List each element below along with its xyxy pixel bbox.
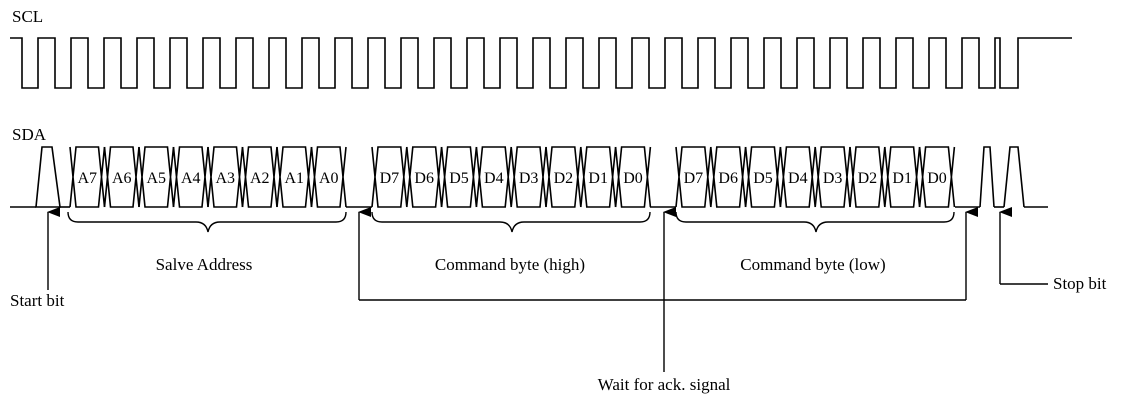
cmdh-cell-d6 bbox=[406, 146, 443, 208]
cmdl-bit-d6: D6 bbox=[718, 170, 738, 187]
addr-bit-a4: A4 bbox=[181, 170, 201, 187]
addr-cell-a0 bbox=[310, 146, 347, 208]
command-low-label: Command byte (low) bbox=[740, 255, 885, 274]
cmdh-bit-d4: D4 bbox=[484, 170, 504, 187]
addr-bit-a5: A5 bbox=[146, 170, 166, 187]
scl-waveform bbox=[10, 37, 1072, 89]
addr-bit-a3: A3 bbox=[215, 170, 235, 187]
cmdl-cell-d5 bbox=[744, 146, 782, 208]
cmdh-cell-d3 bbox=[510, 146, 547, 208]
cmdh-bit-d5: D5 bbox=[449, 170, 469, 187]
cmdh-bit-d7: D7 bbox=[380, 170, 400, 187]
cmdl-bit-d4: D4 bbox=[788, 170, 808, 187]
cmdh-cell-d2 bbox=[545, 146, 582, 208]
slave-address-brace bbox=[67, 211, 347, 233]
ack-arrows bbox=[358, 207, 978, 372]
stop-bit-label: Stop bit bbox=[1053, 274, 1107, 293]
cmdh-bit-d1: D1 bbox=[588, 170, 608, 187]
cmdh-bit-d0: D0 bbox=[623, 170, 643, 187]
cmdl-bit-d5: D5 bbox=[753, 170, 773, 187]
addr-cell-a3 bbox=[207, 146, 244, 208]
addr-bit-a7: A7 bbox=[77, 170, 97, 187]
cmdh-cell-d5 bbox=[440, 146, 478, 208]
cmdl-cell-d0 bbox=[918, 146, 956, 208]
cmdl-cell-d7 bbox=[675, 146, 712, 208]
cmdl-bit-d3: D3 bbox=[823, 170, 843, 187]
command-low-brace bbox=[675, 211, 955, 233]
scl-label: SCL bbox=[12, 7, 43, 26]
cmdh-cell-d7 bbox=[371, 146, 408, 208]
addr-bit-a1: A1 bbox=[284, 170, 304, 187]
cmdl-cell-d6 bbox=[710, 146, 747, 208]
cmdl-bit-d7: D7 bbox=[684, 170, 704, 187]
cmdl-cell-d3 bbox=[814, 146, 851, 208]
cmdh-bit-d6: D6 bbox=[414, 170, 434, 187]
sda-label: SDA bbox=[12, 125, 47, 144]
addr-cell-a1 bbox=[276, 146, 313, 208]
wait-ack-label: Wait for ack. signal bbox=[598, 375, 731, 394]
sda-waveform: A7 A6 A5 A4 A3 A2 A1 A0 D7 D6 D5 D4 D3 D2 D1 D0 D7 D6 D5… bbox=[10, 146, 1048, 208]
cmdh-bit-d2: D2 bbox=[554, 170, 574, 187]
cmdl-cell-d1 bbox=[884, 146, 921, 208]
cmdl-bit-d0: D0 bbox=[927, 170, 947, 187]
addr-cell-a6 bbox=[103, 146, 140, 208]
cmdl-cell-d2 bbox=[849, 146, 886, 208]
addr-bit-a2: A2 bbox=[250, 170, 270, 187]
cmdl-cell-d4 bbox=[779, 146, 816, 208]
address-byte: A7 A6 A5 A4 A3 A2 A1 A0 bbox=[69, 146, 347, 208]
cmdh-bit-d3: D3 bbox=[519, 170, 539, 187]
addr-bit-a6: A6 bbox=[112, 170, 132, 187]
addr-cell-a5 bbox=[138, 146, 175, 208]
command-low-byte: D7 D6 D5 D4 D3 D2 D1 D0 bbox=[675, 146, 956, 208]
cmdh-cell-d1 bbox=[580, 146, 617, 208]
command-high-byte: D7 D6 D5 D4 D3 D2 D1 D0 bbox=[371, 146, 652, 208]
start-bit-label: Start bit bbox=[10, 291, 65, 310]
slave-address-label: Salve Address bbox=[156, 255, 253, 274]
cmdl-bit-d2: D2 bbox=[858, 170, 878, 187]
addr-bit-a0: A0 bbox=[319, 170, 339, 187]
command-high-brace bbox=[371, 211, 651, 233]
cmdl-bit-d1: D1 bbox=[892, 170, 912, 187]
addr-cell-a2 bbox=[241, 146, 278, 208]
addr-cell-a4 bbox=[172, 146, 209, 208]
cmdh-cell-d4 bbox=[475, 146, 512, 208]
addr-cell-a7 bbox=[69, 146, 106, 208]
cmdh-cell-d0 bbox=[614, 146, 652, 208]
command-high-label: Command byte (high) bbox=[435, 255, 585, 274]
